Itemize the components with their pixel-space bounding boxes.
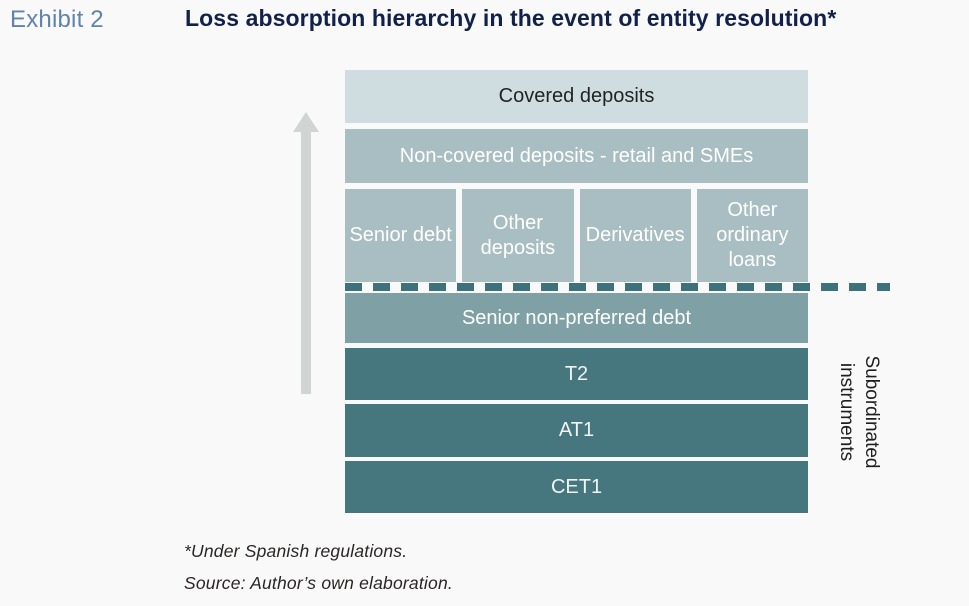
subordinated-instruments-line1: Subordinated xyxy=(860,355,882,469)
box-other-deposits: Other deposits xyxy=(462,189,574,282)
box-other-ordinary-loans: Other ordinary loans xyxy=(696,189,808,282)
box-cet1: CET1 xyxy=(345,461,808,513)
ordinary-claims-row: Senior debt Other deposits Derivatives O… xyxy=(345,189,808,282)
footnotes: *Under Spanish regulations. Source: Auth… xyxy=(184,541,453,605)
footnote-regulations: *Under Spanish regulations. xyxy=(184,541,408,561)
subordinated-instruments-label: Subordinated instruments xyxy=(832,332,884,492)
box-senior-debt: Senior debt xyxy=(345,189,457,282)
page-title: Loss absorption hierarchy in the event o… xyxy=(185,5,837,31)
exhibit-label: Exhibit 2 xyxy=(10,6,104,33)
box-derivatives: Derivatives xyxy=(579,189,691,282)
box-covered-deposits: Covered deposits xyxy=(345,70,808,123)
subordinated-instruments-line2: instruments xyxy=(836,362,857,462)
footnote-source: Source: Author’s own elaboration. xyxy=(184,573,453,593)
box-senior-non-preferred-debt: Senior non-preferred debt xyxy=(345,293,808,343)
box-non-covered-deposits: Non-covered deposits - retail and SMEs xyxy=(345,129,808,183)
box-t2: T2 xyxy=(345,348,808,400)
loss-absorption-stack: Covered deposits Non-covered deposits - … xyxy=(345,70,890,513)
box-at1: AT1 xyxy=(345,404,808,457)
subordination-dashed-line xyxy=(345,283,890,291)
upward-arrow-icon xyxy=(293,112,319,394)
